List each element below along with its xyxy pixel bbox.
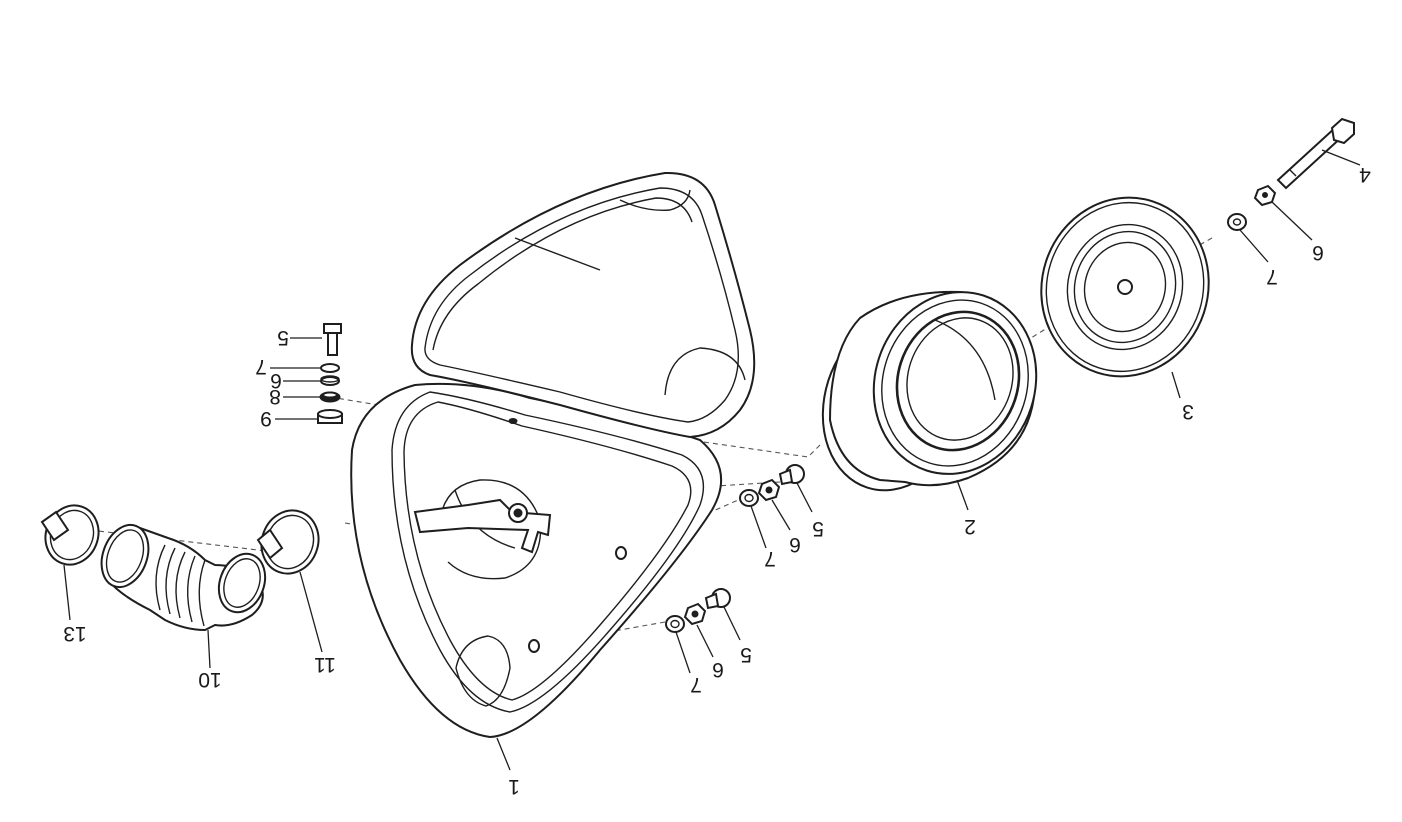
callout-5-lower: 5 <box>740 643 752 666</box>
callout-4: 4 <box>1359 163 1371 186</box>
nut-upper-left <box>317 409 343 424</box>
hose-clamp-left <box>40 504 100 566</box>
hose-clamp-right <box>256 509 320 575</box>
washer-upper-left <box>320 363 340 373</box>
nut-lower <box>683 602 707 626</box>
callout-13: 13 <box>63 622 86 645</box>
bolt-middle <box>778 464 805 486</box>
callout-6-middle: 6 <box>789 533 801 556</box>
callout-11: 11 <box>314 653 336 676</box>
washer-lower <box>665 615 685 633</box>
callout-7-lower: 7 <box>690 673 702 696</box>
callout-5-middle: 5 <box>812 517 824 540</box>
callout-2: 2 <box>964 515 976 538</box>
spring-washer-upper-left <box>320 375 340 386</box>
callout-3: 3 <box>1182 400 1194 423</box>
callout-6-lower: 6 <box>712 658 724 681</box>
callout-7-left: 7 <box>255 355 267 378</box>
washer-upper-right <box>1227 213 1247 231</box>
filter-cover-plate <box>1040 196 1210 378</box>
callout-leader-lines <box>63 149 1361 771</box>
washer-middle <box>739 489 759 507</box>
callout-5-left: 5 <box>277 326 289 349</box>
callout-10: 10 <box>198 668 221 691</box>
callout-7-middle: 7 <box>764 547 776 570</box>
long-bolt <box>1276 117 1355 190</box>
callout-8: 8 <box>269 385 281 408</box>
grommet-upper-left <box>319 391 341 403</box>
filter-element <box>821 290 1038 492</box>
callout-6-right: 6 <box>1312 241 1324 264</box>
callout-9: 9 <box>260 407 272 430</box>
callout-6-left: 6 <box>270 369 282 392</box>
callout-1: 1 <box>508 775 520 798</box>
airbox-body <box>350 382 723 739</box>
nut-middle <box>757 478 781 502</box>
bolt-upper-left <box>323 323 342 356</box>
callout-labels: 1 2 3 4 5 5 5 6 6 6 6 7 7 7 7 8 9 10 11 … <box>63 163 1371 798</box>
callout-7-right: 7 <box>1266 265 1278 288</box>
intake-hose <box>100 524 267 632</box>
airbox-lid <box>410 171 756 439</box>
bolt-lower <box>704 588 731 610</box>
